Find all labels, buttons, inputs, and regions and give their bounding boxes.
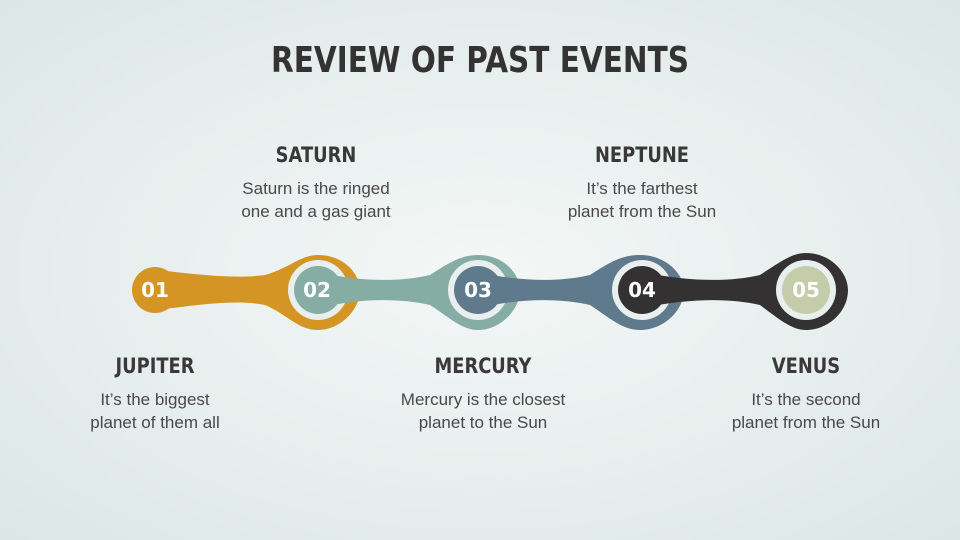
event-description: Saturn is the ringed one and a gas giant <box>206 177 426 223</box>
description-line: one and a gas giant <box>241 202 391 221</box>
description-line: planet to the Sun <box>418 413 548 432</box>
page-title: REVIEW OF PAST EVENTS <box>271 40 689 81</box>
event-mercury: MERCURY Mercury is the closest planet to… <box>373 354 593 434</box>
node-02 <box>294 266 342 314</box>
event-description: It’s the farthest planet from the Sun <box>532 177 752 223</box>
event-jupiter: JUPITER It’s the biggest planet of them … <box>45 354 265 434</box>
event-venus: VENUS It’s the second planet from the Su… <box>696 354 916 434</box>
event-title: MERCURY <box>434 354 532 378</box>
description-line: planet from the Sun <box>567 202 717 221</box>
description-line: It’s the biggest <box>100 390 210 409</box>
node-04 <box>618 266 666 314</box>
description-line: planet of them all <box>90 413 220 432</box>
description-line: It’s the second <box>751 390 861 409</box>
event-title: NEPTUNE <box>594 143 690 167</box>
description-line: Saturn is the ringed <box>242 179 390 198</box>
event-description: It’s the biggest planet of them all <box>45 388 265 434</box>
description-line: planet from the Sun <box>731 413 881 432</box>
node-01 <box>132 267 178 313</box>
node-02-number: 02 <box>303 278 331 302</box>
event-neptune: NEPTUNE It’s the farthest planet from th… <box>532 143 752 223</box>
node-03 <box>454 266 502 314</box>
event-title: JUPITER <box>115 354 195 378</box>
node-01-number: 01 <box>141 278 169 302</box>
node-03-number: 03 <box>464 278 492 302</box>
event-title: SATURN <box>275 143 357 167</box>
event-title: VENUS <box>771 354 841 378</box>
node-05-number: 05 <box>792 278 820 302</box>
event-description: It’s the second planet from the Sun <box>696 388 916 434</box>
event-saturn: SATURN Saturn is the ringed one and a ga… <box>206 143 426 223</box>
node-05 <box>782 266 830 314</box>
description-line: It’s the farthest <box>586 179 698 198</box>
node-04-number: 04 <box>628 278 656 302</box>
event-description: Mercury is the closest planet to the Sun <box>373 388 593 434</box>
description-line: Mercury is the closest <box>400 390 566 409</box>
